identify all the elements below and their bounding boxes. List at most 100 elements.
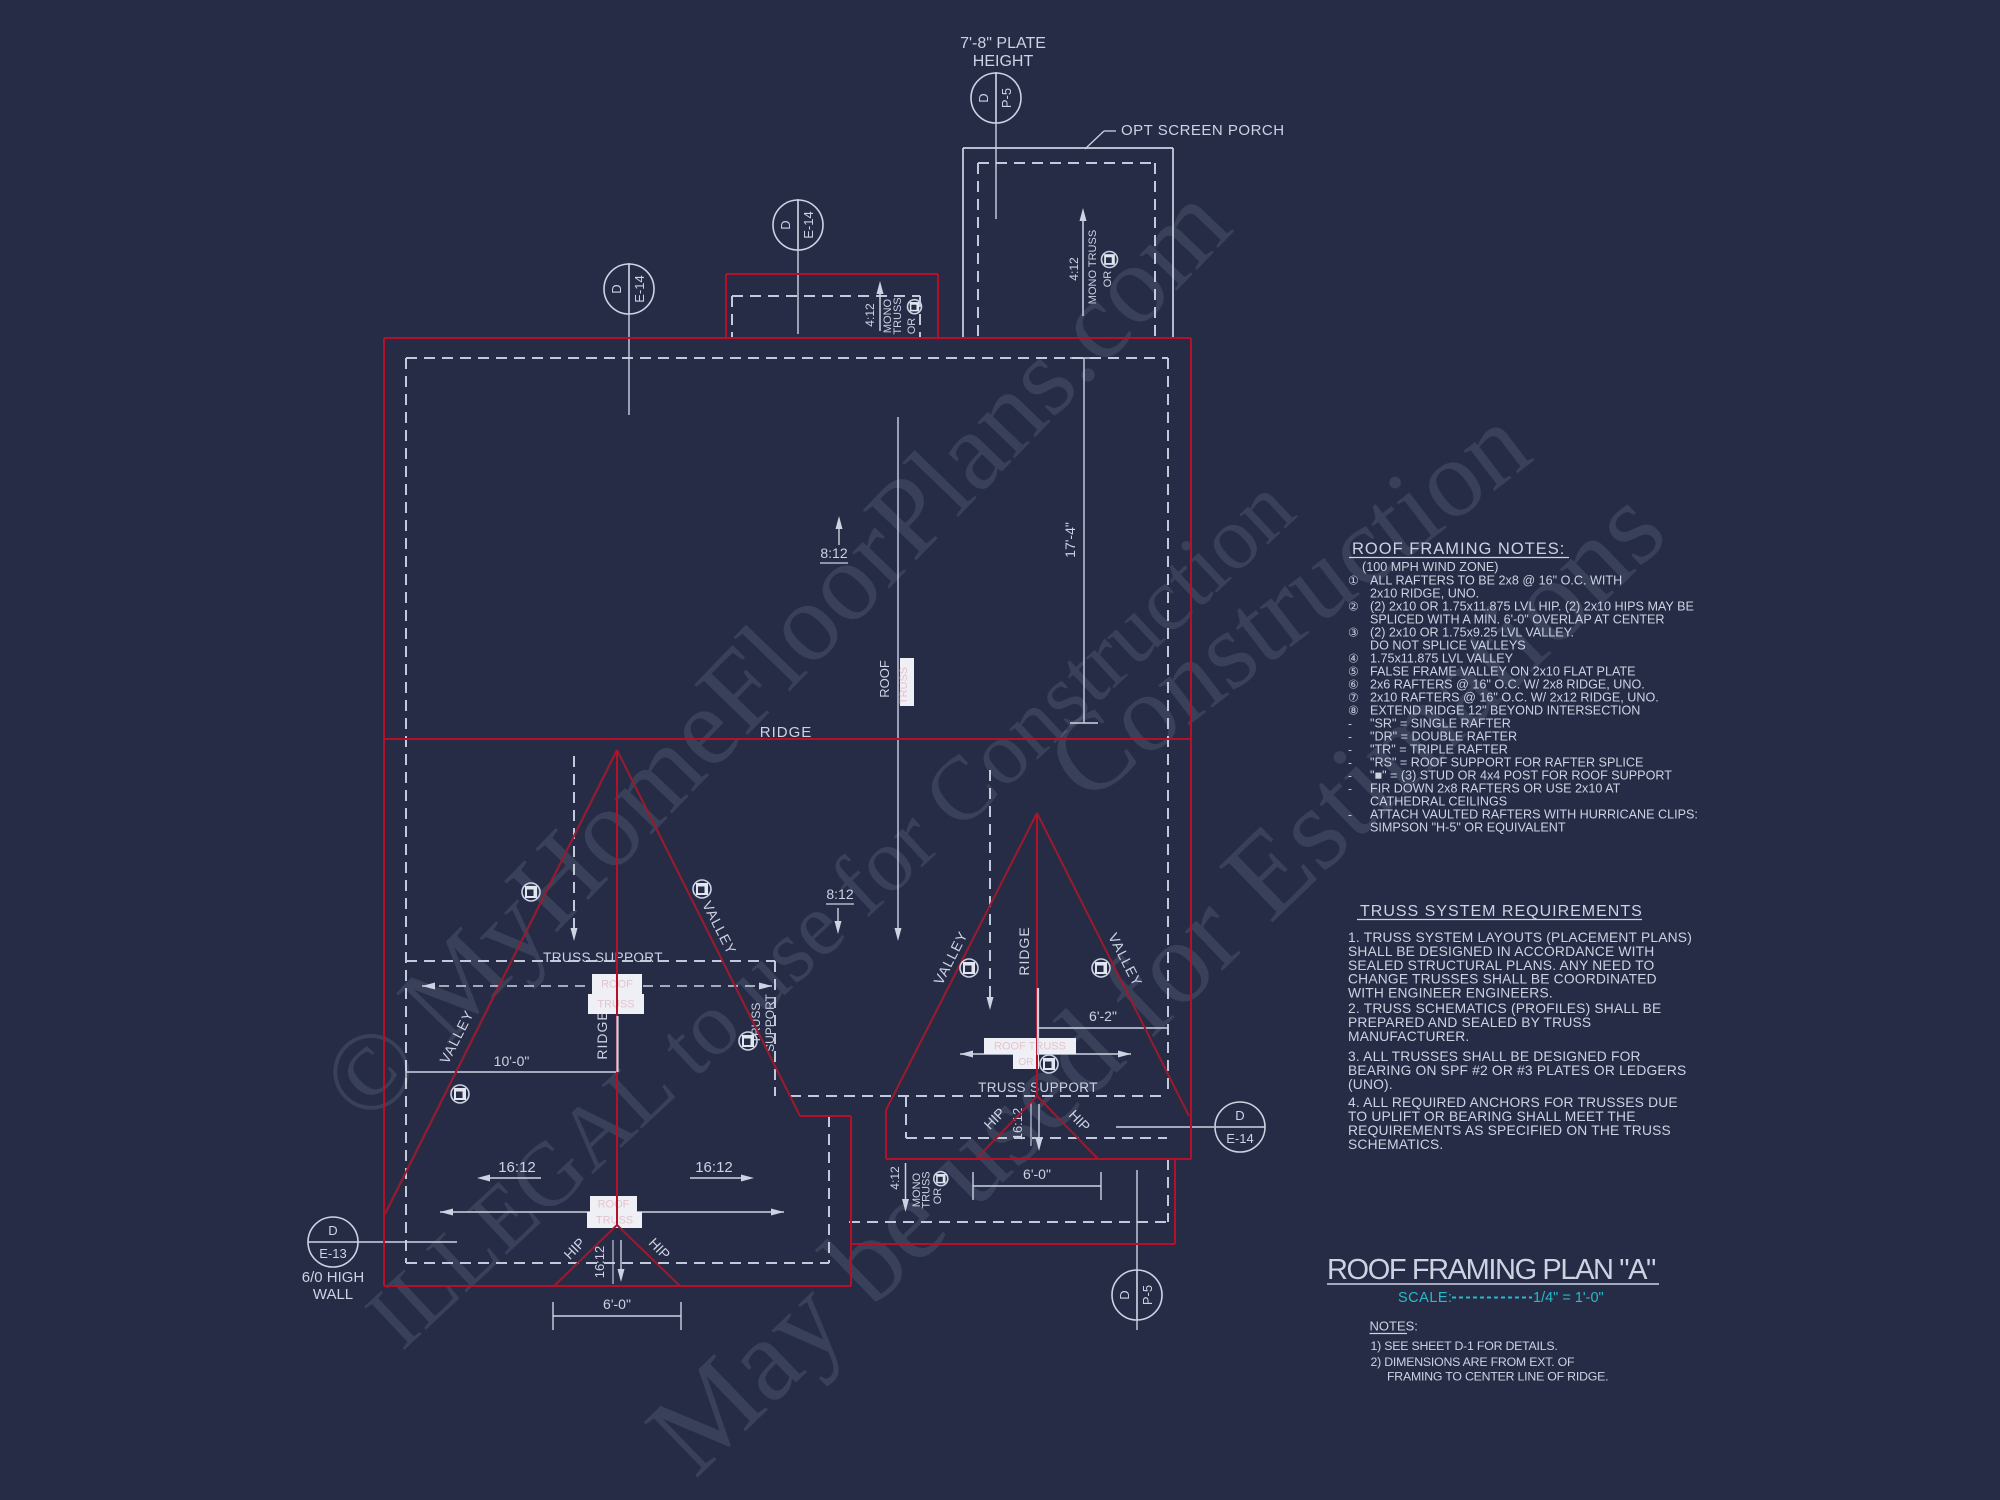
svg-text:EXTEND RIDGE 12" BEYOND INTERS: EXTEND RIDGE 12" BEYOND INTERSECTION xyxy=(1370,703,1640,717)
svg-text:TRUSS SYSTEM REQUIREMENTS: TRUSS SYSTEM REQUIREMENTS xyxy=(1360,903,1643,920)
svg-text:E-14: E-14 xyxy=(632,275,647,302)
svg-text:SCHEMATICS.: SCHEMATICS. xyxy=(1348,1137,1443,1152)
svg-text:1) SEE SHEET D-1 FOR DETAILS.: 1) SEE SHEET D-1 FOR DETAILS. xyxy=(1371,1339,1558,1353)
svg-text:16:12: 16:12 xyxy=(498,1159,536,1176)
svg-text:2x6 RAFTERS @ 16" O.C. W/ 2x8: 2x6 RAFTERS @ 16" O.C. W/ 2x8 RIDGE, UNO… xyxy=(1370,677,1645,691)
svg-text:(2) 2x10 OR 1.75x9.25 LVL VALL: (2) 2x10 OR 1.75x9.25 LVL VALLEY. xyxy=(1370,625,1574,639)
svg-text:⑧: ⑧ xyxy=(1348,703,1359,717)
svg-text:BEARING ON SPF #2 OR #3 PLATES: BEARING ON SPF #2 OR #3 PLATES OR LEDGER… xyxy=(1348,1063,1686,1078)
svg-text:FIR DOWN 2x8 RAFTERS OR USE 2x: FIR DOWN 2x8 RAFTERS OR USE 2x10 AT xyxy=(1370,781,1621,795)
svg-text:2. TRUSS SCHEMATICS (PROFILES): 2. TRUSS SCHEMATICS (PROFILES) SHALL BE xyxy=(1348,1001,1661,1016)
svg-text:ROOF FRAMING NOTES:: ROOF FRAMING NOTES: xyxy=(1352,540,1565,558)
svg-text:SIMPSON "H-5" OR EQUIVALENT: SIMPSON "H-5" OR EQUIVALENT xyxy=(1370,820,1566,834)
svg-text:10'-0": 10'-0" xyxy=(494,1053,530,1069)
svg-text:RIDGE: RIDGE xyxy=(594,1010,610,1059)
svg-text:2x10 RIDGE, UNO.: 2x10 RIDGE, UNO. xyxy=(1370,586,1479,600)
svg-text:D: D xyxy=(1235,1108,1244,1123)
svg-text:"SR" = SINGLE RAFTER: "SR" = SINGLE RAFTER xyxy=(1370,716,1511,730)
svg-text:⑤: ⑤ xyxy=(1348,664,1359,678)
svg-text:CHANGE TRUSSES SHALL BE COORDI: CHANGE TRUSSES SHALL BE COORDINATED xyxy=(1348,972,1657,987)
svg-text:SHALL BE DESIGNED IN ACCORDANC: SHALL BE DESIGNED IN ACCORDANCE WITH xyxy=(1348,944,1654,959)
svg-text:-: - xyxy=(1348,755,1352,769)
svg-text:16:12: 16:12 xyxy=(1010,1108,1025,1141)
svg-text:-: - xyxy=(1348,807,1352,821)
svg-text:OR: OR xyxy=(1019,1057,1034,1068)
svg-text:P-5: P-5 xyxy=(1140,1285,1155,1305)
svg-text:1/4" = 1'-0": 1/4" = 1'-0" xyxy=(1533,1290,1604,1306)
svg-text:-: - xyxy=(1348,742,1352,756)
svg-text:16:12: 16:12 xyxy=(592,1246,607,1279)
svg-text:SEALED STRUCTURAL PLANS. ANY N: SEALED STRUCTURAL PLANS. ANY NEED TO xyxy=(1348,958,1655,973)
svg-text:OR: OR xyxy=(932,1188,944,1205)
svg-text:P-5: P-5 xyxy=(999,88,1014,108)
svg-text:(2) 2x10 OR 1.75x11.875 LVL HI: (2) 2x10 OR 1.75x11.875 LVL HIP. (2) 2x1… xyxy=(1370,599,1694,613)
svg-text:FRAMING TO CENTER LINE OF RIDG: FRAMING TO CENTER LINE OF RIDGE. xyxy=(1387,1369,1608,1383)
svg-text:③: ③ xyxy=(1348,625,1359,639)
svg-text:②: ② xyxy=(1348,599,1359,613)
svg-text:TRUSS: TRUSS xyxy=(892,297,904,334)
svg-text:D: D xyxy=(1117,1290,1132,1299)
svg-text:PREPARED AND SEALED BY TRUSS: PREPARED AND SEALED BY TRUSS xyxy=(1348,1015,1591,1030)
svg-text:ATTACH VAULTED RAFTERS WITH HU: ATTACH VAULTED RAFTERS WITH HURRICANE CL… xyxy=(1370,807,1698,821)
svg-text:-: - xyxy=(1348,768,1352,782)
svg-text:D: D xyxy=(328,1223,337,1238)
svg-text:REQUIREMENTS AS SPECIFIED ON T: REQUIREMENTS AS SPECIFIED ON THE TRUSS xyxy=(1348,1123,1671,1138)
svg-text:⑥: ⑥ xyxy=(1348,677,1359,691)
svg-text:2x10 RAFTERS @ 16" O.C. W/ 2x1: 2x10 RAFTERS @ 16" O.C. W/ 2x12 RIDGE, U… xyxy=(1370,690,1659,704)
svg-text:TRUSS: TRUSS xyxy=(921,1171,933,1208)
svg-text:4. ALL REQUIRED ANCHORS FOR TR: 4. ALL REQUIRED ANCHORS FOR TRUSSES DUE xyxy=(1348,1095,1678,1110)
svg-text:SCALE:: SCALE: xyxy=(1398,1290,1453,1306)
svg-text:"DR" = DOUBLE RAFTER: "DR" = DOUBLE RAFTER xyxy=(1370,729,1517,743)
svg-text:RIDGE: RIDGE xyxy=(1016,926,1032,975)
svg-text:DO NOT SPLICE VALLEYS: DO NOT SPLICE VALLEYS xyxy=(1370,638,1526,652)
svg-text:6'-0": 6'-0" xyxy=(1023,1166,1051,1182)
svg-text:ROOF: ROOF xyxy=(877,660,892,698)
svg-text:4:12: 4:12 xyxy=(888,1166,902,1190)
svg-text:8:12: 8:12 xyxy=(826,886,853,902)
svg-text:ROOF FRAMING PLAN "A": ROOF FRAMING PLAN "A" xyxy=(1327,1254,1656,1286)
svg-text:6'-2": 6'-2" xyxy=(1089,1008,1117,1024)
svg-text:E-13: E-13 xyxy=(319,1246,346,1261)
svg-text:CATHEDRAL CEILINGS: CATHEDRAL CEILINGS xyxy=(1370,794,1507,808)
svg-text:MONO: MONO xyxy=(911,1172,923,1207)
svg-text:16:12: 16:12 xyxy=(695,1159,733,1176)
svg-text:④: ④ xyxy=(1348,651,1359,665)
svg-text:OPT SCREEN PORCH: OPT SCREEN PORCH xyxy=(1121,122,1285,139)
svg-text:6/0 HIGH: 6/0 HIGH xyxy=(302,1269,365,1286)
svg-text:OR: OR xyxy=(1102,271,1114,288)
svg-text:SUPPORT: SUPPORT xyxy=(763,993,777,1051)
svg-text:MONO TRUSS: MONO TRUSS xyxy=(1087,230,1099,304)
svg-text:NOTES:: NOTES: xyxy=(1370,1319,1418,1334)
svg-text:MANUFACTURER.: MANUFACTURER. xyxy=(1348,1029,1469,1044)
svg-text:TRUSS SUPPORT: TRUSS SUPPORT xyxy=(543,950,663,965)
svg-text:8:12: 8:12 xyxy=(820,545,847,561)
svg-text:E-14: E-14 xyxy=(801,211,816,238)
svg-text:D: D xyxy=(976,93,991,102)
svg-text:2) DIMENSIONS ARE FROM EXT. O: 2) DIMENSIONS ARE FROM EXT. OF xyxy=(1371,1355,1575,1369)
svg-text:ROOF: ROOF xyxy=(598,1199,630,1211)
svg-text:17'-4": 17'-4" xyxy=(1062,522,1078,558)
svg-text:FALSE FRAME VALLEY ON 2x10 FLA: FALSE FRAME VALLEY ON 2x10 FLAT PLATE xyxy=(1370,664,1636,678)
svg-text:3. ALL TRUSSES SHALL BE DESIGN: 3. ALL TRUSSES SHALL BE DESIGNED FOR xyxy=(1348,1049,1641,1064)
svg-text:(UNO).: (UNO). xyxy=(1348,1077,1393,1092)
svg-text:ROOF TRUSS: ROOF TRUSS xyxy=(994,1041,1066,1053)
svg-text:①: ① xyxy=(1348,573,1359,587)
svg-text:1.75x11.875 LVL VALLEY: 1.75x11.875 LVL VALLEY xyxy=(1370,651,1514,665)
svg-text:6'-0": 6'-0" xyxy=(603,1296,631,1312)
svg-text:TRUSS: TRUSS xyxy=(596,1215,633,1227)
svg-text:1. TRUSS SYSTEM LAYOUTS (PLACE: 1. TRUSS SYSTEM LAYOUTS (PLACEMENT PLANS… xyxy=(1348,930,1692,945)
svg-text:"TR" = TRIPLE RAFTER: "TR" = TRIPLE RAFTER xyxy=(1370,742,1508,756)
svg-text:WITH ENGINEER ENGINEERS.: WITH ENGINEER ENGINEERS. xyxy=(1348,986,1553,1001)
svg-text:MONO: MONO xyxy=(882,298,894,333)
svg-text:D: D xyxy=(609,284,624,293)
svg-text:-: - xyxy=(1348,716,1352,730)
svg-text:RIDGE: RIDGE xyxy=(760,724,813,741)
svg-text:D: D xyxy=(778,220,793,229)
svg-text:HEIGHT: HEIGHT xyxy=(973,53,1034,70)
svg-text:-: - xyxy=(1348,781,1352,795)
svg-text:7'-8" PLATE: 7'-8" PLATE xyxy=(960,35,1046,52)
svg-text:4:12: 4:12 xyxy=(863,303,877,327)
svg-text:"■" = (3) STUD OR 4x4 POST: "■" = (3) STUD OR 4x4 POST FOR ROOF SUPP… xyxy=(1370,768,1672,782)
svg-text:-: - xyxy=(1348,729,1352,743)
svg-text:4:12: 4:12 xyxy=(1067,257,1081,281)
